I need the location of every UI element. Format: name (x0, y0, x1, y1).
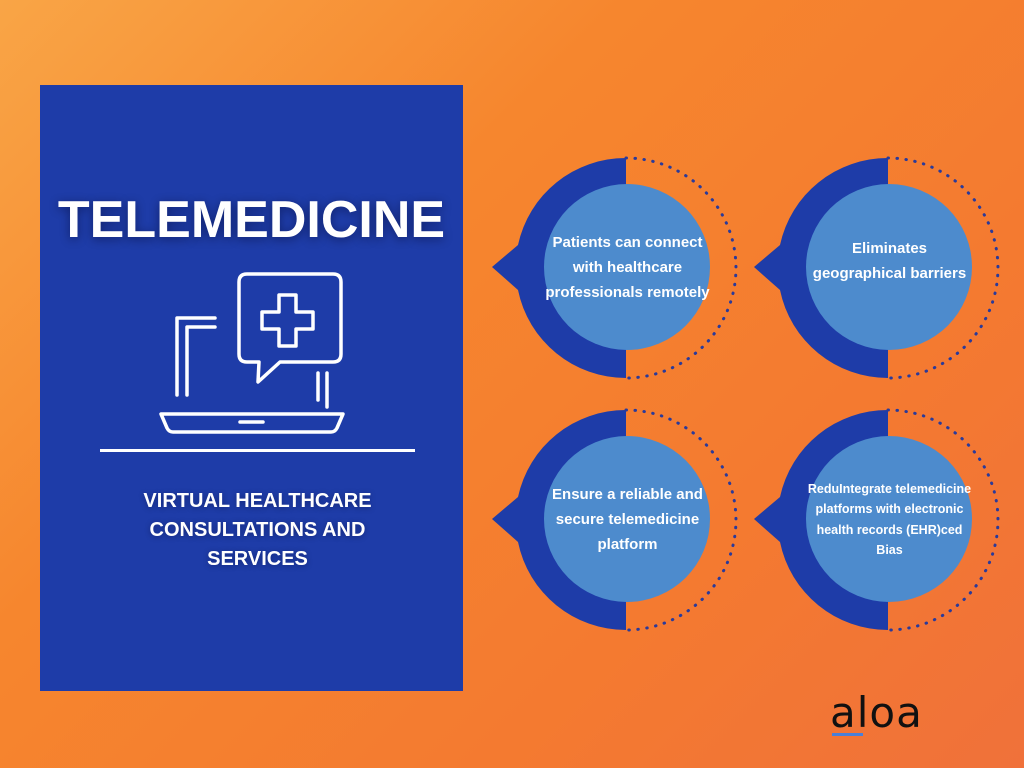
aloa-logo: aloa (830, 688, 923, 737)
benefit-text: ReduIntegrate telemedicine platforms wit… (807, 481, 972, 558)
subtitle: VIRTUAL HEALTHCARE CONSULTATIONS AND SER… (143, 490, 372, 570)
benefit-item-1: Patients can connect with healthcare pro… (490, 150, 750, 390)
speech-ring-icon (492, 156, 738, 380)
speech-ring-icon (754, 156, 1000, 380)
title-panel (40, 85, 463, 691)
speech-ring-icon (492, 408, 738, 632)
logo-underline (832, 733, 863, 736)
divider (100, 449, 415, 452)
benefit-item-4: ReduIntegrate telemedicine platforms wit… (752, 402, 1012, 642)
benefit-item-2: Eliminates geographical barriers (752, 150, 1012, 390)
page-title: TELEMEDICINE (57, 191, 446, 249)
benefit-text: Eliminates geographical barriers (812, 239, 967, 282)
benefit-item-3: Ensure a reliable and secure telemedicin… (490, 402, 750, 642)
benefit-text: Patients can connect with healthcare pro… (545, 234, 710, 301)
speech-ring-icon (754, 408, 1000, 632)
laptop-medical-chat-icon (155, 270, 355, 445)
benefit-text: Ensure a reliable and secure telemedicin… (552, 486, 703, 553)
